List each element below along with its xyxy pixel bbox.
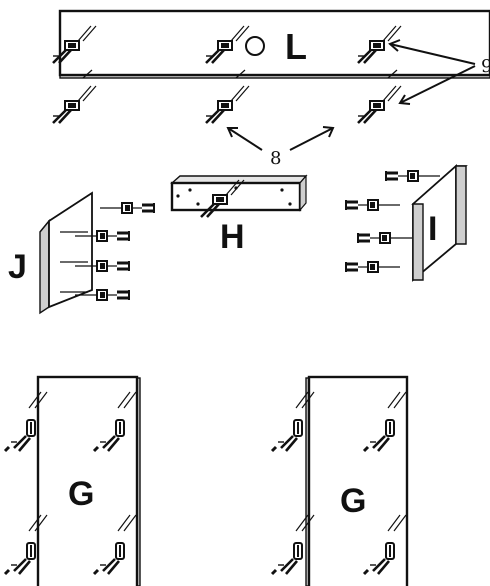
panel-g-right-label: G <box>340 482 366 520</box>
panel-h: H <box>170 174 308 256</box>
cam-lock-dowel-icon <box>51 84 98 125</box>
arrow-icon <box>389 43 476 65</box>
dowel-line <box>387 69 398 79</box>
panel-h-hole <box>188 188 192 192</box>
panel-h-hole <box>288 202 292 206</box>
cam-lock-dowel-icon <box>356 84 403 125</box>
cam-lock-dowel-icon <box>204 84 251 125</box>
panel-l: L <box>51 9 490 125</box>
callout-9: 9 <box>388 39 490 105</box>
panel-h-edge <box>299 174 307 212</box>
panel-g-left-label: G <box>68 475 94 513</box>
panel-i-label: I <box>428 210 437 248</box>
arrow-icon <box>227 127 263 151</box>
panel-j: J <box>8 191 156 315</box>
cam-lock-dowel-icon <box>358 233 412 243</box>
panel-i-edge <box>412 203 424 281</box>
dowel-line <box>82 69 93 79</box>
panel-l-hole <box>245 36 265 56</box>
callout-9-label: 9 <box>481 56 490 77</box>
arrow-icon <box>322 126 335 138</box>
arrow-icon <box>289 127 334 151</box>
panel-j-edge <box>39 219 50 315</box>
panel-h-label: H <box>220 218 245 256</box>
cam-lock-dowel-icon <box>346 262 400 272</box>
arrow-icon <box>398 94 411 105</box>
panel-i: I <box>346 164 468 282</box>
panel-h-hole <box>176 194 180 198</box>
arrow-icon <box>388 39 401 52</box>
cam-lock-dowel-icon <box>386 171 440 181</box>
arrow-icon <box>399 65 476 104</box>
cam-lock-dowel-icon <box>98 201 156 215</box>
dowel-line <box>235 69 246 79</box>
callout-8: 8 <box>226 126 335 169</box>
panel-h-hole <box>196 202 200 206</box>
panel-l-label: L <box>285 26 307 67</box>
panel-i-edge <box>455 165 467 245</box>
panel-j-face <box>48 191 93 309</box>
panel-j-label: J <box>8 248 27 286</box>
cam-lock-dowel-icon <box>346 200 400 210</box>
panel-l-face <box>58 9 490 77</box>
panel-h-hole <box>280 188 284 192</box>
panel-g-left: G <box>3 375 141 586</box>
panel-g-right: G <box>270 375 409 586</box>
callout-8-label: 8 <box>270 148 281 169</box>
arrow-icon <box>226 127 238 138</box>
